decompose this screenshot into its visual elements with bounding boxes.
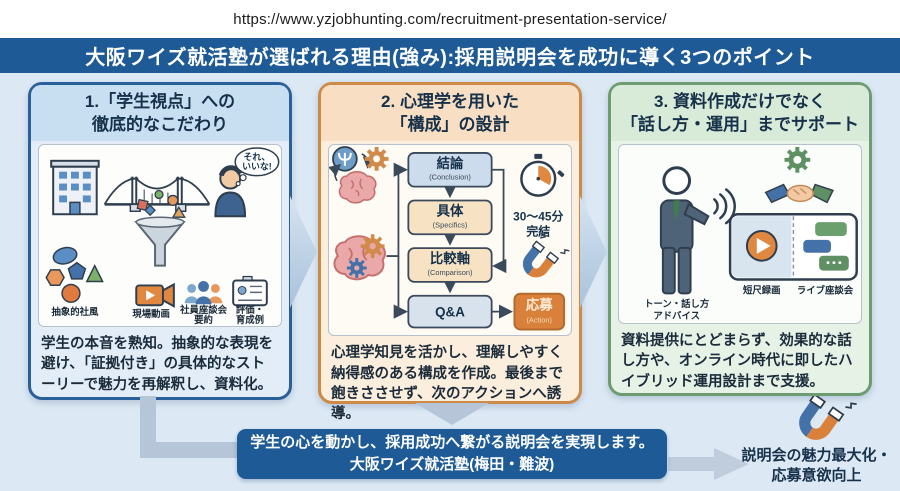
page-url: https://www.yzjobhunting.com/recruitment…: [233, 10, 667, 28]
label-tone-2: アドバイス: [653, 310, 700, 321]
flow-step-comparison: 比較軸 (Comparison): [407, 247, 493, 283]
psychology-icon: [329, 145, 375, 181]
svg-text:(Comparison): (Comparison): [428, 268, 473, 277]
panel3-caption: 資料提供にとどまらず、効果的な話し方や、オンライン時代に即したハイブリッド運用設…: [621, 332, 853, 390]
flow-step-action: 応募 (Action): [513, 292, 566, 331]
svg-text:(Action): (Action): [526, 315, 552, 324]
svg-text:応募: 応募: [526, 297, 553, 313]
label-abstract-culture: 抽象的社風: [51, 306, 99, 317]
panel2-title-line2: 「構成」の設計: [390, 115, 510, 135]
panel2-title: 2. 心理学を用いた 「構成」の設計: [321, 85, 579, 141]
label-eval-1: 評価・: [236, 304, 264, 315]
svg-text:具体: 具体: [437, 202, 464, 218]
panel1-title-line1: 1.「学生視点」への: [84, 92, 236, 111]
panel1-title-line2: 徹底的なこだわり: [92, 115, 228, 135]
flow-connectors: [386, 162, 514, 319]
magnet-icon: [522, 232, 570, 278]
stopwatch-icon: [520, 153, 565, 197]
label-roundtable-2: 要約: [194, 314, 213, 325]
svg-text:Q&A: Q&A: [435, 304, 465, 319]
abstract-shapes-icon: [45, 246, 104, 303]
panel1-illustration: それ、 いいな!: [38, 143, 282, 327]
panel-student-perspective: 1.「学生視点」への 徹底的なこだわり: [28, 82, 292, 400]
label-eval-2: 育成例: [236, 314, 264, 325]
flow-step-conclusion: 結論 (Conclusion): [407, 151, 493, 188]
label-site-video: 現場動画: [132, 308, 170, 319]
footer-connectors: [140, 396, 857, 480]
outcome-line2: 応募意欲向上: [771, 466, 862, 484]
chevron-right-icon: [290, 196, 317, 308]
video-panel-icon: [728, 212, 858, 281]
label-roundtable-1: 社員座談会: [179, 304, 228, 315]
panel1-title: 1.「学生視点」への 徹底的なこだわり: [31, 85, 289, 141]
gear-icon: [364, 146, 389, 171]
video-camera-icon: [135, 282, 175, 308]
svg-text:比較軸: 比較軸: [430, 250, 470, 266]
roundtable-people-icon: [184, 280, 223, 305]
timer-text-2: 完結: [526, 224, 550, 238]
url-strip: https://www.yzjobhunting.com/recruitment…: [0, 0, 900, 38]
elbow-connector: [140, 396, 240, 458]
panel-delivery-support: 3. 資料作成だけでなく 「話し方・運用」までサポート: [608, 82, 872, 396]
flow-step-qa: Q&A: [407, 294, 493, 329]
student-icon: [214, 165, 247, 218]
label-tone-1: トーン・話し方: [644, 298, 709, 309]
brain-gears-icon: [333, 234, 386, 281]
outcome-line1: 説明会の魅力最大化・: [741, 447, 892, 464]
panel3-illustration: 短尺録画 ライブ座談会 トーン・話し方 アドバイス: [618, 143, 862, 324]
bridge-icon: [103, 176, 211, 212]
building-icon: [50, 159, 100, 216]
thought-bubble-text-2: いいな!: [242, 162, 272, 172]
title-bar: 大阪ワイズ就活塾が選ばれる理由(強み):採用説明会を成功に導く3つのポイント: [0, 38, 900, 73]
page-title: 大阪ワイズ就活塾が選ばれる理由(強み):採用説明会を成功に導く3つのポイント: [85, 47, 815, 69]
panel2-caption: 心理学知見を活かし、理解しやすく納得感のある構成を作成。最後まで飽きささせず、次…: [331, 345, 563, 423]
footer-message-line1: 学生の心を動かし、採用成功へ繋がる説明会を実現します。: [250, 434, 654, 452]
right-arrow-icon: [668, 448, 749, 480]
svg-text:結論: 結論: [437, 155, 464, 171]
footer-message-bar: 学生の心を動かし、採用成功へ繋がる説明会を実現します。 大阪ワイズ就活塾(梅田・…: [237, 429, 667, 479]
thought-bubble: それ、 いいな!: [234, 147, 280, 187]
panel2-title-line1: 2. 心理学を用いた: [381, 92, 519, 111]
outcome-text: 説明会の魅力最大化・ 応募意欲向上: [733, 446, 900, 485]
label-live-roundtable: ライブ座談会: [797, 284, 854, 295]
magnet-icon: [799, 396, 857, 440]
panel2-illustration: 結論 (Conclusion) 具体 (Specifics) 比較軸 (Comp…: [328, 143, 572, 337]
panel1-caption: 学生の本音を熟知。抽象的な表現を避け、「証拠付き」の具体的なストーリーで魅力を再…: [41, 335, 273, 393]
funnel-icon: [134, 189, 186, 267]
thought-bubble-text-1: それ、: [244, 152, 271, 162]
panel-psychology-structure: 2. 心理学を用いた 「構成」の設計: [318, 82, 582, 422]
id-card-icon: [232, 275, 268, 307]
down-arrow-icon: [415, 403, 489, 425]
svg-text:(Conclusion): (Conclusion): [429, 173, 471, 182]
flow-step-specifics: 具体 (Specifics): [407, 199, 493, 236]
panel3-title-line2: 「話し方・運用」までサポート: [621, 115, 859, 135]
gear-icon: [784, 146, 811, 173]
handshake-icon: [764, 183, 835, 204]
panel3-title-line1: 3. 資料作成だけでなく: [654, 92, 826, 111]
footer-message-line2: 大阪ワイズ就活塾(梅田・難波): [349, 456, 555, 473]
chevron-right-icon: [580, 196, 607, 308]
presenter-icon: [659, 166, 710, 295]
label-short-video: 短尺録画: [743, 284, 781, 295]
small-brain-icon: [338, 170, 377, 204]
svg-text:(Specifics): (Specifics): [433, 220, 468, 229]
panel3-title: 3. 資料作成だけでなく 「話し方・運用」までサポート: [611, 85, 869, 141]
timer-text-1: 30〜45分: [513, 209, 563, 223]
